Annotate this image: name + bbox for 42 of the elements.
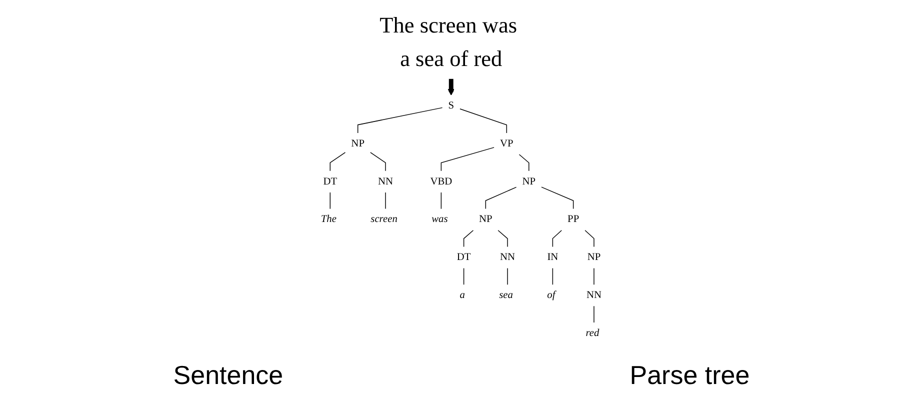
node-text: NP — [478, 214, 492, 226]
connector — [357, 107, 443, 134]
connector — [518, 154, 530, 172]
connector — [460, 108, 507, 134]
node-text: NP — [351, 138, 364, 150]
node-text: sea — [499, 290, 513, 301]
connector — [485, 186, 517, 210]
connector — [463, 268, 464, 285]
node-text: NN — [378, 176, 394, 188]
node-text: NN — [586, 290, 602, 301]
connector — [541, 186, 574, 210]
node-text: VP — [500, 138, 514, 150]
node-text: DT — [456, 252, 471, 264]
node-text: PP — [568, 214, 580, 226]
node-text: The screen was a sea of red — [380, 13, 518, 72]
node-text: S — [448, 100, 454, 112]
node-text: screen — [370, 214, 398, 226]
node-text: NP — [587, 252, 601, 264]
connector — [584, 230, 594, 248]
connector — [385, 192, 386, 210]
node-text: a — [460, 290, 465, 301]
connector — [440, 147, 494, 172]
node-text: VBD — [430, 176, 452, 188]
node-text: NN — [500, 252, 516, 264]
node-text: of — [547, 290, 556, 301]
connector — [370, 152, 386, 172]
connector — [498, 230, 508, 248]
node-text: red — [586, 328, 600, 339]
node-text: The — [320, 214, 336, 226]
connector — [552, 268, 554, 285]
caption-label: Sentence — [173, 360, 284, 390]
caption-label: Parse tree — [630, 360, 750, 390]
connector — [440, 192, 442, 210]
connector — [463, 230, 474, 248]
node-text: NP — [522, 176, 536, 188]
node-text: IN — [547, 252, 558, 264]
arrow — [448, 78, 454, 96]
node-text: was — [432, 214, 448, 226]
node-text: DT — [323, 176, 338, 188]
connector — [507, 268, 508, 285]
connector — [330, 152, 346, 172]
connector — [552, 230, 562, 248]
